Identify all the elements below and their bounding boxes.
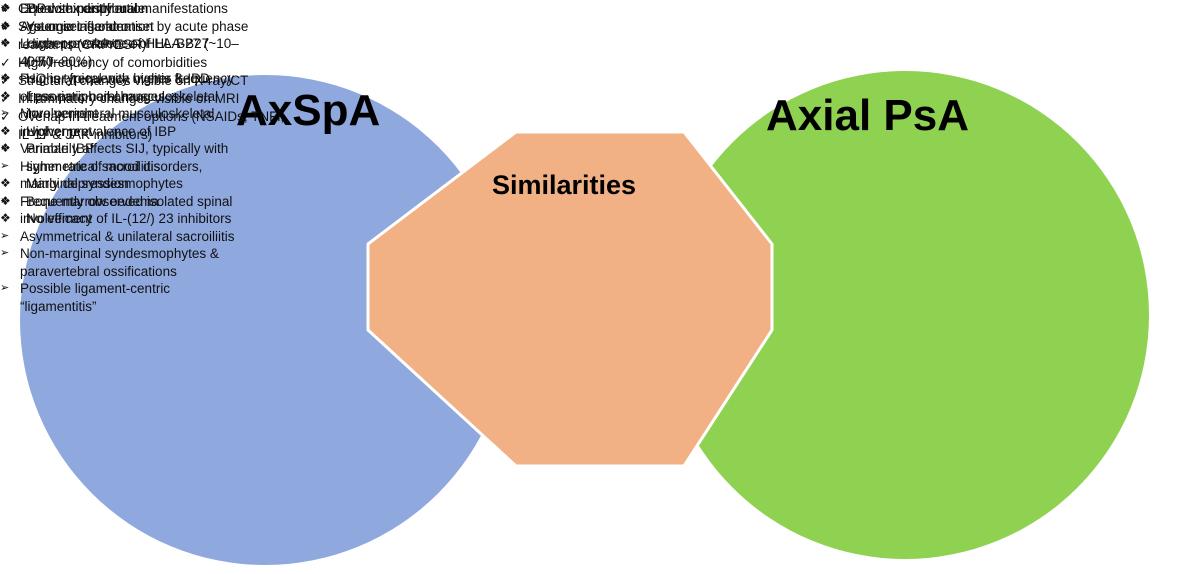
arrowhead-bullet-icon: ➢ [0, 2, 10, 14]
arrowhead-bullet-icon: ➢ [0, 282, 10, 294]
list-item-text: High frequency of comorbidities [18, 55, 208, 70]
axial-psa-list: ➢ Equal sex distribution ➢ Age onset is old… [0, 0, 240, 315]
list-item: ➢ Higher rate of mood disorders, mainly d… [0, 158, 240, 193]
list-item: ❖ Marginal syndesmophytes [0, 175, 240, 193]
diamond-bullet-icon: ❖ [0, 36, 11, 50]
diamond-bullet-icon: ❖ [0, 71, 11, 85]
arrowhead-bullet-icon: ➢ [0, 107, 10, 119]
list-item-text: Less peripheral musculoskeletal involvem… [26, 88, 219, 122]
list-item-text: Asymmetrical & unilateral sacroiliitis [20, 228, 235, 244]
arrowhead-bullet-icon: ➢ [0, 72, 10, 84]
list-item: ✓ Structural changes visible on X-ray/CT [0, 72, 300, 90]
list-item: ➢ Equal sex distribution [0, 0, 240, 18]
list-item-text: Higher frequency uveitis & IBD [26, 71, 210, 86]
arrowhead-bullet-icon: ➢ [0, 229, 10, 242]
list-item: ❖ Younger age at onset [0, 18, 240, 36]
list-item-text: PsO is typical with higher frequency of … [20, 71, 234, 104]
center-panel: Similarities ✓ CBP with peripheral manife… [0, 0, 636, 200]
list-item-text: Younger age at onset [26, 18, 154, 34]
list-item: ➢ Lower prevalence of HLA-B27 (~10–40%) [0, 35, 240, 70]
checkmark-icon: ✓ [0, 1, 11, 16]
diamond-bullet-icon: ❖ [0, 193, 11, 208]
axspa-list: ❖ Predominantly male ❖ Younger age at onset… [0, 0, 240, 228]
list-item-text: Bone marrow oedema [26, 193, 159, 209]
list-item-text: Systemic inflammation by acute phase rea… [18, 19, 249, 52]
arrowhead-bullet-icon: ➢ [0, 247, 10, 259]
axial-psa-title: Axial PsA [766, 91, 969, 140]
list-item: ❖ Predominantly male [0, 0, 240, 18]
similarities-list: ✓ CBP with peripheral manifestations ✓ Syst… [0, 0, 300, 144]
list-item: ✓ Systemic inflammation by acute phase re… [0, 18, 300, 54]
list-item: ➢ Frequently observed isolated spinal inv… [0, 193, 240, 228]
diamond-bullet-icon: ❖ [0, 88, 11, 103]
diamond-bullet-icon: ❖ [0, 211, 11, 225]
list-item-text: Structural changes visible on X-ray/CT [18, 73, 249, 88]
list-item: ❖ Higher prevalence of HLA-B27 (~70–80%) [0, 35, 240, 70]
list-item: ➢ Non-marginal syndesmophytes & paraverte… [0, 245, 240, 280]
diamond-bullet-icon: ❖ [0, 18, 11, 33]
list-item-text: Higher rate of mood disorders, mainly de… [20, 158, 203, 192]
list-item: ❖ No efficacy of IL-(12/) 23 inhibitors [0, 210, 240, 228]
list-item-text: Frequently observed isolated spinal invo… [20, 193, 233, 227]
list-item: ✓ Inflammatory changes visible on MRI [0, 90, 300, 108]
list-item-text: No efficacy of IL-(12/) 23 inhibitors [26, 211, 232, 226]
checkmark-icon: ✓ [0, 109, 11, 124]
list-item-text: Predominantly male [26, 1, 146, 16]
diamond-bullet-icon: ❖ [0, 176, 11, 190]
checkmark-icon: ✓ [0, 19, 11, 34]
axspa-title: AxSpA [236, 86, 381, 135]
diamond-bullet-icon: ❖ [0, 123, 11, 138]
list-item-text: Higher prevalence of IBP [26, 123, 177, 139]
list-item: ❖ Bone marrow oedema [0, 193, 240, 211]
checkmark-icon: ✓ [0, 91, 11, 106]
arrowhead-bullet-icon: ➢ [0, 19, 10, 32]
list-item-text: CBP with peripheral manifestations [18, 1, 228, 16]
list-item-text: Variable IBP [20, 141, 95, 156]
list-item-text: Primarily affects SIJ, typically with sy… [26, 141, 229, 174]
list-item-text: Equal sex distribution [20, 1, 149, 16]
similarities-title: Similarities [492, 170, 637, 200]
list-item: ✓ High frequency of comorbidities [0, 54, 300, 72]
list-item-text: Inflammatory changes visible on MRI [18, 91, 240, 106]
right-circle [661, 71, 1149, 559]
list-item: ➢ Asymmetrical & unilateral sacroiliitis [0, 228, 240, 246]
diamond-bullet-icon: ❖ [0, 141, 11, 155]
list-item: ❖ Primarily affects SIJ, typically with s… [0, 140, 240, 175]
list-item: ✓ Overlap in treatment options (NSAIDs, T… [0, 108, 300, 144]
center-shape [366, 130, 774, 468]
arrowhead-bullet-icon: ➢ [0, 37, 10, 49]
checkmark-icon: ✓ [0, 55, 11, 70]
list-item: ❖ Higher frequency uveitis & IBD [0, 70, 240, 88]
list-item-text: Higher prevalence of HLA-B27 (~70–80%) [26, 36, 210, 69]
left-panel: AxSpA ❖ Predominantly male ❖ Younger age at… [0, 0, 380, 228]
right-panel: Axial PsA ➢ Equal sex distribution ➢ Age on… [0, 0, 969, 315]
checkmark-icon: ✓ [0, 73, 11, 88]
list-item: ❖ Less peripheral musculoskeletal involve… [0, 88, 240, 123]
list-item: ✓ CBP with peripheral manifestations [0, 0, 300, 18]
list-item: ➢ Possible ligament-centric “ligamentitis… [0, 280, 240, 315]
arrowhead-bullet-icon: ➢ [0, 159, 10, 172]
list-item-text: Lower prevalence of HLA-B27 (~10–40%) [20, 36, 239, 69]
list-item: ❖ Higher prevalence of IBP [0, 123, 240, 141]
list-item-text: Non-marginal syndesmophytes & paraverteb… [20, 246, 219, 279]
list-item-text: More peripheral musculoskeletal involvem… [20, 106, 215, 139]
list-item-text: Marginal syndesmophytes [26, 176, 183, 191]
left-circle [20, 75, 510, 565]
list-item: ➢ Variable IBP [0, 140, 240, 158]
arrowhead-bullet-icon: ➢ [0, 194, 10, 207]
diamond-bullet-icon: ❖ [0, 1, 11, 15]
list-item-text: Possible ligament-centric “ligamentitis” [20, 281, 171, 314]
list-item: ➢ More peripheral musculoskeletal involve… [0, 105, 240, 140]
list-item: ➢ PsO is typical with higher frequency of… [0, 70, 240, 105]
arrowhead-bullet-icon: ➢ [0, 142, 10, 154]
list-item-text: Overlap in treatment options (NSAIDs, TN… [18, 109, 285, 142]
list-item: ➢ Age onset is older [0, 18, 240, 36]
list-item-text: Age onset is older [20, 18, 129, 34]
